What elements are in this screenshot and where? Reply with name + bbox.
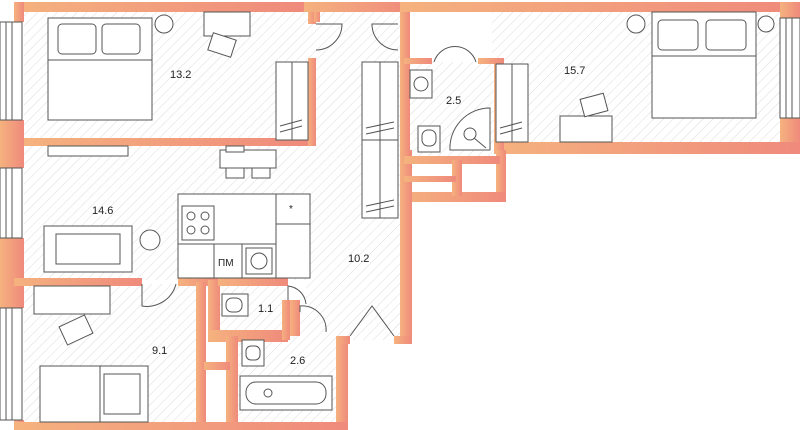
bathroom-top-fixtures bbox=[409, 69, 491, 153]
cooktop bbox=[181, 205, 215, 241]
window-left-top bbox=[0, 21, 23, 121]
tv-stand bbox=[47, 145, 129, 157]
wall-entry-right bbox=[394, 336, 412, 344]
dining-chair-c bbox=[225, 145, 245, 153]
bedroom-bottom-furniture bbox=[33, 285, 149, 423]
wall-left-upper bbox=[14, 2, 24, 22]
wall-step-vertical bbox=[496, 150, 506, 202]
door-bathroom-bottom bbox=[299, 305, 327, 333]
wall-toilet-right bbox=[282, 300, 290, 340]
wall-step-horizontal bbox=[402, 192, 506, 202]
windows bbox=[0, 17, 800, 421]
room-area-living: 14.6 bbox=[92, 205, 113, 217]
wall-bath-top-b bbox=[478, 58, 504, 64]
wall-right-bedroom-bottom bbox=[494, 142, 800, 154]
fridge bbox=[275, 193, 311, 279]
wall-shaft-b bbox=[404, 176, 456, 182]
wall-left-b bbox=[0, 238, 24, 308]
room-area-bedroom-bottom: 9.1 bbox=[152, 345, 167, 357]
room-area-bedroom-left: 13.2 bbox=[170, 69, 191, 81]
wall-bottom bbox=[14, 422, 348, 430]
door-toilet bbox=[287, 285, 307, 305]
room-area-hallway: 10.2 bbox=[348, 253, 369, 265]
bedroom-right-furniture bbox=[495, 11, 775, 143]
pillow-right-a bbox=[657, 19, 699, 51]
wall-hall-top bbox=[314, 12, 320, 22]
wall-toilet-top bbox=[218, 278, 288, 286]
door-bedroom-right bbox=[371, 23, 399, 51]
wall-top-mid bbox=[304, 2, 414, 12]
dining-chair-b bbox=[251, 167, 271, 179]
desk-right bbox=[559, 115, 613, 143]
side-table bbox=[139, 229, 161, 251]
wall-bath-bottom-left bbox=[226, 336, 238, 430]
wall-top-left bbox=[14, 2, 304, 12]
wall-right-top bbox=[780, 2, 800, 18]
bathroom-bottom-fixtures bbox=[239, 339, 333, 411]
wall-bath-bottom-divider bbox=[204, 362, 230, 370]
wall-bedroom-hall-b bbox=[308, 58, 316, 146]
fridge-mark: * bbox=[289, 204, 293, 215]
doors bbox=[141, 23, 477, 337]
hallway-wardrobe bbox=[361, 61, 399, 219]
appliance-label: ПМ bbox=[218, 258, 234, 269]
window-right bbox=[779, 17, 800, 119]
chair-left bbox=[207, 32, 237, 58]
wall-living-bottom bbox=[14, 278, 142, 286]
wall-bath-bottom-right bbox=[336, 336, 348, 430]
lamp-right-b bbox=[757, 15, 775, 33]
wall-shaft-a bbox=[452, 160, 462, 196]
lamp-right-a bbox=[626, 14, 646, 34]
pillow-right-b bbox=[705, 19, 747, 51]
bedroom-left-furniture bbox=[47, 11, 309, 141]
room-labels: 13.2 15.7 2.5 14.6 10.2 1.1 9.1 2.6 ПМ * bbox=[92, 65, 585, 367]
toilet-fixtures bbox=[221, 293, 249, 317]
desk-bottom bbox=[33, 285, 111, 315]
room-area-bedroom-right: 15.7 bbox=[564, 65, 585, 77]
door-entry bbox=[349, 305, 395, 337]
wall-bedroom-living bbox=[24, 138, 316, 146]
wall-toilet-left bbox=[208, 280, 220, 342]
wall-bedroom-bottom-right bbox=[196, 282, 206, 430]
lamp-left bbox=[154, 14, 174, 34]
door-bathroom-top bbox=[433, 46, 477, 63]
wall-top-right bbox=[400, 2, 794, 12]
room-area-toilet: 1.1 bbox=[258, 303, 273, 315]
pillow-left-b bbox=[101, 23, 141, 55]
room-area-bathroom-top: 2.5 bbox=[446, 95, 461, 107]
door-bedroom-bottom bbox=[141, 283, 177, 307]
pillow-left-a bbox=[57, 23, 97, 55]
window-left-mid bbox=[0, 167, 23, 239]
desk-left bbox=[203, 11, 251, 37]
living-furniture bbox=[43, 145, 311, 279]
wall-left-a bbox=[0, 120, 24, 168]
wall-hall-right bbox=[400, 150, 412, 344]
wall-bath-bottom-top bbox=[290, 300, 300, 336]
dining-table bbox=[219, 149, 277, 169]
wall-entry-left bbox=[336, 336, 350, 344]
dining-chair-a bbox=[225, 167, 245, 179]
wall-bath-top-left bbox=[400, 12, 410, 158]
wall-bedroom-hall bbox=[308, 12, 316, 24]
chair-bottom bbox=[58, 314, 94, 346]
room-area-bathroom-bottom: 2.6 bbox=[290, 355, 305, 367]
wall-bath-top bbox=[404, 58, 432, 64]
window-left-bottom bbox=[0, 307, 23, 421]
door-bedroom-left bbox=[315, 23, 343, 51]
chair-right bbox=[579, 92, 609, 118]
